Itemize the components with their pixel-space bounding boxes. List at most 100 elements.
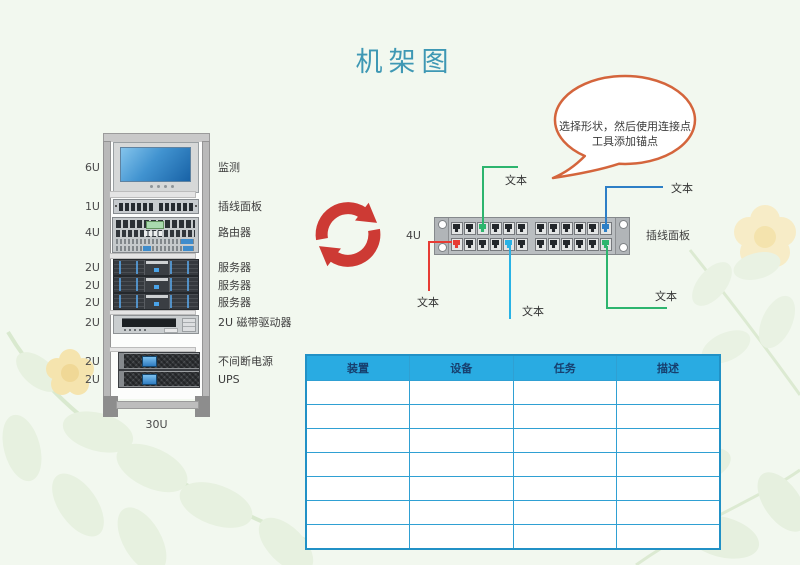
patch-panel-port: [561, 238, 573, 251]
table-row: [305, 452, 721, 477]
router-vent: [116, 246, 195, 251]
table-cell: [512, 428, 617, 453]
patch-panel-port: [548, 222, 560, 235]
rack-unit-tape-drive: [113, 315, 199, 334]
connector-line-green-bottom: [606, 307, 667, 309]
patch-panel-port: [451, 222, 463, 235]
connector-line-green-top: [482, 166, 518, 168]
patch-panel-port: [490, 238, 502, 251]
table-cell: [512, 500, 617, 525]
patch-panel-port: [587, 238, 599, 251]
table-cell: [616, 452, 721, 477]
mounting-hole: [619, 220, 628, 229]
table-header-cell: 装置: [305, 354, 410, 381]
ups-lcd: [142, 356, 157, 367]
table-cell: [409, 452, 514, 477]
rack-unit-label: 服务器: [218, 261, 251, 274]
connector-label: 文本: [505, 174, 527, 187]
patch-panel-name-label: 插线面板: [646, 229, 690, 242]
patch-panel-ports-group: [159, 203, 194, 211]
tape-drive-slot: [122, 318, 176, 327]
patch-panel-port: [464, 238, 476, 251]
table-cell: [409, 476, 514, 501]
table-cell: [409, 404, 514, 429]
rj45-jack-icon: [466, 240, 473, 248]
tape-drive-buttons: [124, 329, 126, 331]
table-header-cell: 设备: [409, 354, 514, 381]
rack-unit-server-3: [113, 293, 199, 310]
table-header-row: 装置设备任务描述: [305, 354, 721, 381]
mounting-hole: [438, 220, 447, 229]
patch-panel-port: [574, 222, 586, 235]
table-cell: [305, 428, 410, 453]
rack-size-label: 2U: [84, 373, 100, 386]
rack-size-label: 2U: [84, 355, 100, 368]
rack-shelf: [109, 310, 196, 315]
rack-unit-ups-2: [118, 370, 200, 388]
server-center-module: [144, 277, 170, 292]
server-center-bar: [146, 295, 168, 298]
server-center-led: [154, 285, 159, 289]
patch-panel-screws: [115, 205, 117, 207]
rj45-jack-icon: [589, 224, 596, 232]
table-row: [305, 476, 721, 501]
patch-panel-port: [516, 222, 528, 235]
server-center-bar: [146, 278, 168, 281]
callout-text: 选择形状，然后使用连接点工具添加锚点: [559, 120, 691, 148]
router-blue-module: [181, 239, 193, 244]
rack-unit-label: 服务器: [218, 279, 251, 292]
rack-size-label: 6U: [84, 161, 100, 174]
table-cell: [305, 524, 410, 550]
rack-unit-label: 监测: [218, 161, 240, 174]
mounting-hole: [619, 243, 628, 252]
connector-line-green-bottom: [606, 246, 608, 309]
patch-panel-ear-right: [615, 218, 629, 254]
connector-line-cyan: [509, 242, 511, 319]
rj45-jack-icon: [453, 224, 460, 232]
table-row: [305, 404, 721, 429]
table-cell: [305, 404, 410, 429]
table-cell: [409, 500, 514, 525]
rj45-jack-icon: [518, 224, 525, 232]
connector-line-green-top: [482, 166, 484, 228]
rj45-jack-icon: [602, 240, 609, 248]
callout-bubble: [551, 74, 697, 180]
rj45-jack-icon: [505, 240, 512, 248]
connector-line-blue: [605, 186, 663, 188]
patch-panel-port: [503, 222, 515, 235]
connector-line-red: [428, 241, 430, 291]
table-cell: [305, 500, 410, 525]
connector-label: 文本: [522, 305, 544, 318]
server-center-module: [144, 260, 170, 275]
table-cell: [409, 524, 514, 550]
monitor-buttons: [150, 185, 153, 188]
tape-drive-side-module: [182, 318, 196, 332]
rack-unit-label: 路由器: [218, 226, 251, 239]
rack-bottom-label: 30U: [145, 418, 168, 431]
equipment-table: 装置设备任务描述: [305, 354, 721, 550]
table-cell: [409, 380, 514, 405]
patch-panel-port: [490, 222, 502, 235]
rj45-jack-icon: [518, 240, 525, 248]
patch-panel-port: [561, 222, 573, 235]
server-center-module: [144, 294, 170, 309]
rack-size-label: 2U: [84, 316, 100, 329]
router-slots: [144, 231, 162, 236]
patch-panel-port: [587, 222, 599, 235]
table-cell: [305, 452, 410, 477]
rack-unit-server-2: [113, 276, 199, 293]
rj45-jack-icon: [602, 224, 609, 232]
patch-panel-size-label: 4U: [405, 229, 421, 242]
rack-rail-left: [103, 141, 111, 401]
rj45-jack-icon: [479, 224, 486, 232]
rj45-jack-icon: [492, 224, 499, 232]
rj45-jack-icon: [563, 240, 570, 248]
table-row: [305, 428, 721, 453]
mounting-hole: [438, 243, 447, 252]
rj45-jack-icon: [492, 240, 499, 248]
patch-panel-ports-group: [119, 203, 154, 211]
equipment-table-wrap: 装置设备任务描述: [305, 354, 721, 550]
router-blue-module: [183, 246, 193, 251]
rack-frame-bottom: [116, 401, 199, 409]
table-header-cell: 描述: [616, 354, 721, 381]
